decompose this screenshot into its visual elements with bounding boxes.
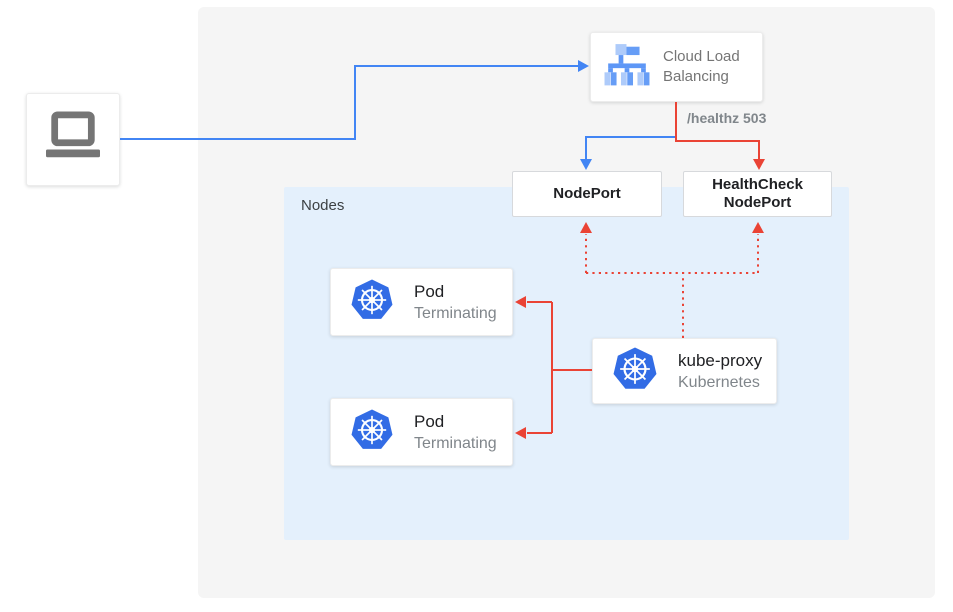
pod-title: Pod — [414, 281, 445, 301]
pod-status: Terminating — [414, 304, 497, 322]
kube-proxy-title: kube-proxy — [678, 350, 763, 370]
nodeport-node: NodePort — [512, 171, 662, 217]
laptop-icon — [42, 110, 104, 169]
nodes-group-label: Nodes — [301, 197, 345, 214]
pod-status: Terminating — [414, 434, 497, 452]
pod-terminating-node-1: Pod Terminating — [330, 268, 513, 336]
kube-proxy-node: kube-proxy Kubernetes — [592, 338, 777, 404]
healthcheck-nodeport-label-line1: HealthCheck — [712, 176, 803, 193]
cloud-load-balancing-node: Cloud Load Balancing — [590, 32, 763, 102]
cloud-load-balancing-label: Cloud Load Balancing — [663, 48, 740, 85]
healthz-status-label: /healthz 503 — [687, 110, 767, 126]
kubernetes-icon — [351, 409, 393, 456]
nodeport-label: NodePort — [553, 185, 621, 202]
pod-title: Pod — [414, 411, 445, 431]
client-node — [26, 93, 120, 186]
kubernetes-icon — [613, 347, 657, 396]
healthcheck-nodeport-label-line2: NodePort — [723, 194, 792, 211]
kubernetes-icon — [351, 279, 393, 326]
pod-terminating-node-2: Pod Terminating — [330, 398, 513, 466]
kube-proxy-subtitle: Kubernetes — [678, 373, 760, 391]
healthcheck-nodeport-node: HealthCheck NodePort — [683, 171, 832, 217]
cloud-load-balancing-icon — [604, 43, 650, 91]
